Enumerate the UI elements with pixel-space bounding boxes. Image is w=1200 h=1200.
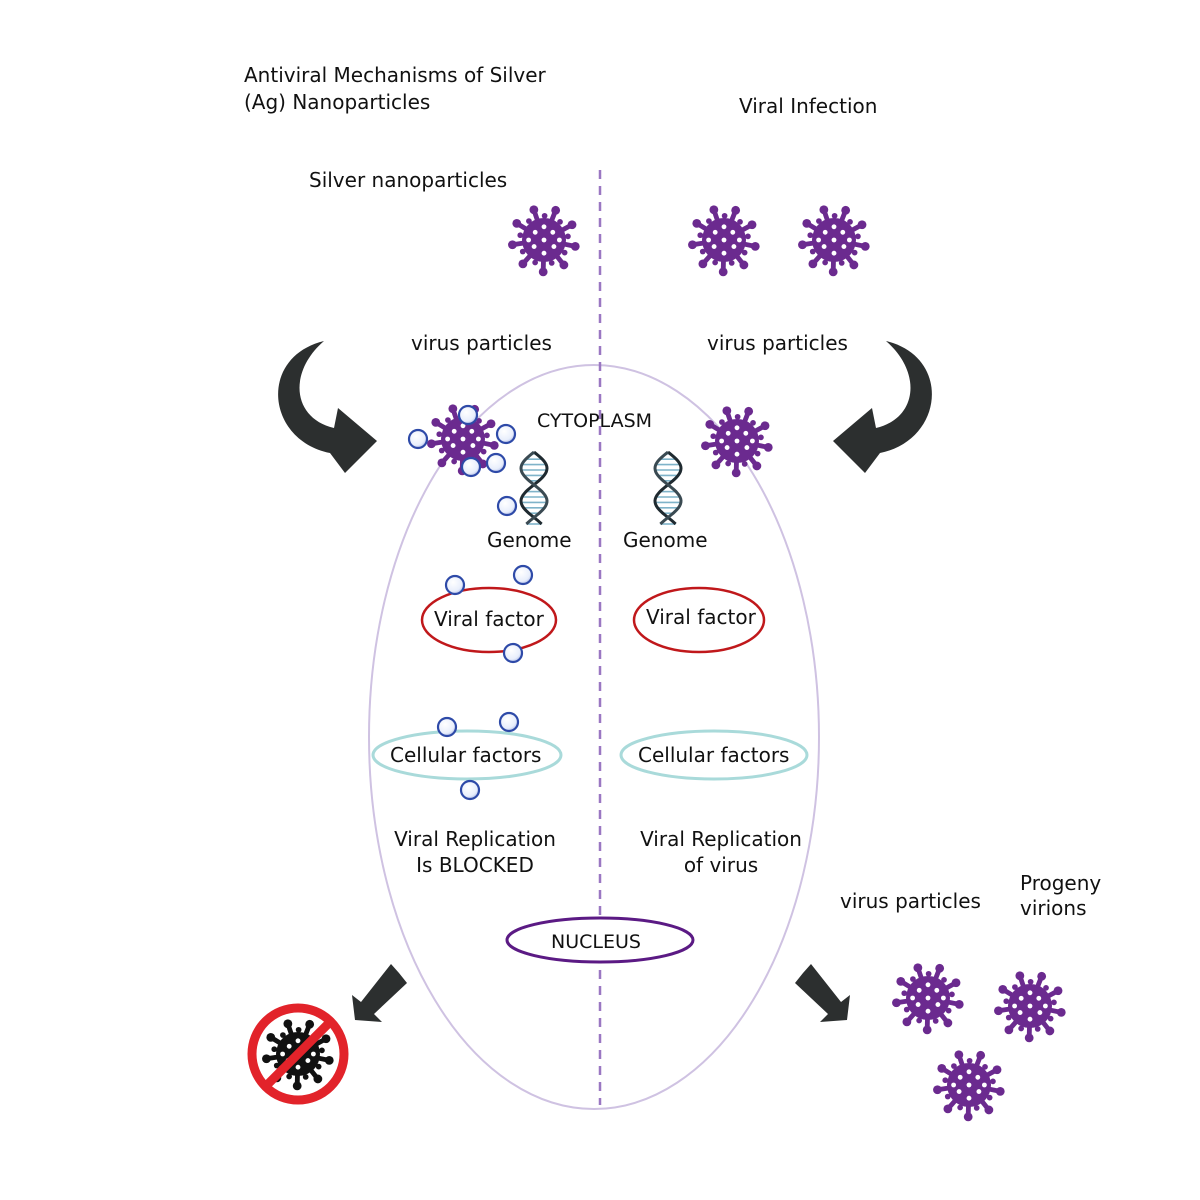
- outcome-line2-right: of virus: [683, 853, 759, 877]
- silver-nanoparticle-icon-3: [495, 423, 517, 445]
- silver-nanoparticle-icon-2: [457, 404, 479, 426]
- silver-nanoparticle-icon-11: [498, 711, 520, 733]
- cell-membrane: [368, 364, 820, 1110]
- viral-factor-outline-right: [632, 586, 766, 654]
- silver-nanoparticle-icon-9: [502, 642, 524, 664]
- outcome-line2-left: Is BLOCKED: [416, 853, 534, 877]
- outcome-label-right: Viral Replication of virus: [622, 826, 820, 878]
- silver-nanoparticle-icon-4: [485, 452, 507, 474]
- curved-arrow-icon-right: [833, 341, 932, 473]
- virus-icon-progeny-2: [994, 971, 1066, 1043]
- outcome-line1-right: Viral Replication: [640, 827, 802, 851]
- viral-factor-label-right: Viral factor: [646, 605, 756, 629]
- virus-icon-infection-1: [688, 205, 760, 277]
- silver-nanoparticle-icon-5: [460, 456, 482, 478]
- page-title-line: Antiviral Mechanisms of Silver (Ag) Nano…: [244, 63, 546, 114]
- virus-icon-entering-left: [427, 404, 499, 476]
- silver-nanoparticle-icon-7: [444, 574, 466, 596]
- silver-nanoparticle-icon-8: [512, 564, 534, 586]
- cellular-factors-outline-left: [371, 729, 563, 781]
- silver-nanoparticle-icon-12: [459, 779, 481, 801]
- silver-nanoparticle-icon-6: [496, 495, 518, 517]
- virus-particles-label-right: virus particles: [707, 331, 848, 355]
- viral-factor-outline-left: [420, 586, 558, 654]
- progeny-line2: virions: [1020, 896, 1087, 920]
- outcome-line1-left: Viral Replication: [394, 827, 556, 851]
- genome-label-left: Genome: [487, 528, 572, 552]
- curved-arrow-icon-left: [278, 341, 377, 473]
- outcome-label-left: Viral Replication Is BLOCKED: [375, 826, 575, 878]
- no-virus-icon: [247, 1003, 349, 1105]
- virus-icon-progeny-1: [892, 963, 964, 1035]
- progeny-line1: Progeny: [1020, 871, 1102, 895]
- cellular-factors-label-right: Cellular factors: [638, 743, 790, 767]
- arrow-icon-down-right: [795, 964, 850, 1022]
- cytoplasm-label: CYTOPLASM: [537, 410, 653, 432]
- page-title: Antiviral Mechanisms of Silver (Ag) Nano…: [244, 62, 589, 116]
- virus-icon-progeny-3: [933, 1050, 1005, 1122]
- nucleus-label: NUCLEUS: [551, 931, 641, 953]
- cellular-factors-outline-right: [619, 729, 809, 781]
- arrow-icon-down-left: [352, 964, 407, 1022]
- viral-infection-heading: Viral Infection: [739, 94, 878, 118]
- dna-helix-icon-right: [653, 450, 683, 526]
- nucleus-outline: [505, 916, 695, 964]
- virus-particles-label-left: virus particles: [411, 331, 552, 355]
- virus-icon-entering-right: [701, 406, 773, 478]
- progeny-virions-label: Progeny virions: [1020, 871, 1101, 921]
- cellular-factors-label-left: Cellular factors: [390, 743, 542, 767]
- virus-particles-output-label: virus particles: [840, 889, 981, 913]
- genome-label-right: Genome: [623, 528, 708, 552]
- viral-factor-label-left: Viral factor: [434, 607, 544, 631]
- silver-nanoparticle-icon-10: [436, 716, 458, 738]
- virus-icon-infection-2: [798, 205, 870, 277]
- dna-helix-icon-left: [519, 450, 549, 526]
- virus-icon-silver-np-panel: [508, 205, 580, 277]
- silver-nanoparticles-heading: Silver nanoparticles: [309, 168, 508, 192]
- silver-nanoparticle-icon-1: [407, 428, 429, 450]
